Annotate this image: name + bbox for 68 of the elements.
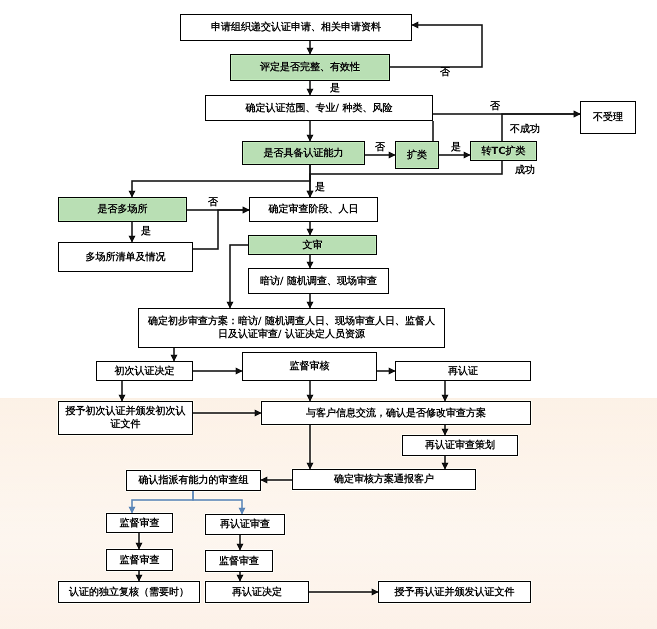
arrow: [442, 456, 448, 470]
arrow: [501, 110, 581, 141]
arrow: [377, 368, 396, 374]
arrow: [236, 535, 244, 551]
edge-label: 成功: [514, 166, 536, 176]
arrow: [128, 222, 136, 243]
process-box: 监督审核: [242, 352, 377, 381]
edge-label: 是: [450, 143, 462, 153]
arrow: [226, 244, 248, 309]
edge-label: 是: [314, 183, 326, 193]
process-box: 确定认证范围、专业/ 种类、风险: [205, 95, 433, 121]
arrow: [439, 152, 471, 158]
edge-label: 是: [140, 227, 152, 237]
process-box: 确定审查阶段、人日: [249, 197, 378, 222]
process-box: 授予初次认证并颁发初次认证文件: [58, 401, 193, 435]
arrow: [306, 294, 314, 309]
arrow: [442, 425, 448, 436]
arrow: [306, 41, 314, 55]
process-box: 确定审核方案通报客户: [292, 469, 476, 490]
arrow: [306, 425, 314, 470]
arrow: [193, 368, 243, 374]
decision-box: 扩类: [395, 141, 439, 169]
process-box: 申请组织递交认证申请、相关申请资料: [180, 14, 412, 41]
decision-box: 是否多场所: [58, 197, 187, 222]
arrow: [193, 410, 262, 416]
arrow: [306, 222, 314, 236]
arrow: [442, 381, 448, 402]
process-box: 不受理: [580, 101, 636, 134]
arrow: [192, 491, 246, 515]
edge-label: 不成功: [509, 125, 541, 135]
process-box: 再认证审查: [205, 514, 285, 535]
arrow: [306, 255, 314, 269]
decision-box: 评定是否完整、有效性: [230, 54, 390, 81]
arrow: [309, 588, 379, 596]
process-box: 确定初步审查方案：暗访/ 随机调查人日、现场审查人日、监督人日及认证审查/ 认证决定人员资源: [138, 308, 445, 348]
arrow: [136, 533, 142, 550]
arrow: [118, 381, 126, 402]
process-box: 授予再认证并颁发认证文件: [378, 581, 531, 603]
process-box: 再认证决定: [205, 581, 309, 603]
arrow: [306, 381, 314, 402]
arrow: [136, 571, 142, 582]
arrow: [193, 206, 250, 250]
process-box: 暗访/ 随机调查、现场审查: [248, 268, 389, 294]
arrow: [306, 81, 314, 96]
process-box: 监督审查: [205, 550, 273, 572]
decision-box: 是否具备认证能力: [242, 141, 365, 165]
edge-label: 是: [329, 84, 341, 94]
process-box: 确认指派有能力的审查组: [126, 470, 261, 491]
edge-label: 否: [374, 143, 386, 153]
arrow: [365, 152, 396, 158]
arrow: [306, 121, 314, 142]
edge-label: 否: [207, 198, 219, 208]
edge-label: 否: [489, 102, 501, 112]
decision-box: 转TC扩类: [470, 141, 537, 161]
arrow: [236, 572, 244, 582]
arrow: [306, 165, 314, 198]
arrow: [390, 22, 483, 68]
process-box: 再认证: [395, 361, 531, 381]
arrow: [170, 348, 178, 362]
arrow: [260, 476, 292, 484]
process-box: 多场所清单及情况: [58, 242, 193, 272]
process-box: 监督审查: [106, 549, 173, 571]
process-box: 认证的独立复核（需要时）: [58, 581, 200, 603]
process-box: 与客户信息交流，确认是否修改审查方案: [261, 401, 531, 425]
process-box: 再认证审查策划: [402, 435, 518, 456]
process-box: 监督审查: [106, 513, 173, 533]
decision-box: 文审: [248, 235, 377, 255]
process-box: 初次认证决定: [96, 361, 193, 381]
